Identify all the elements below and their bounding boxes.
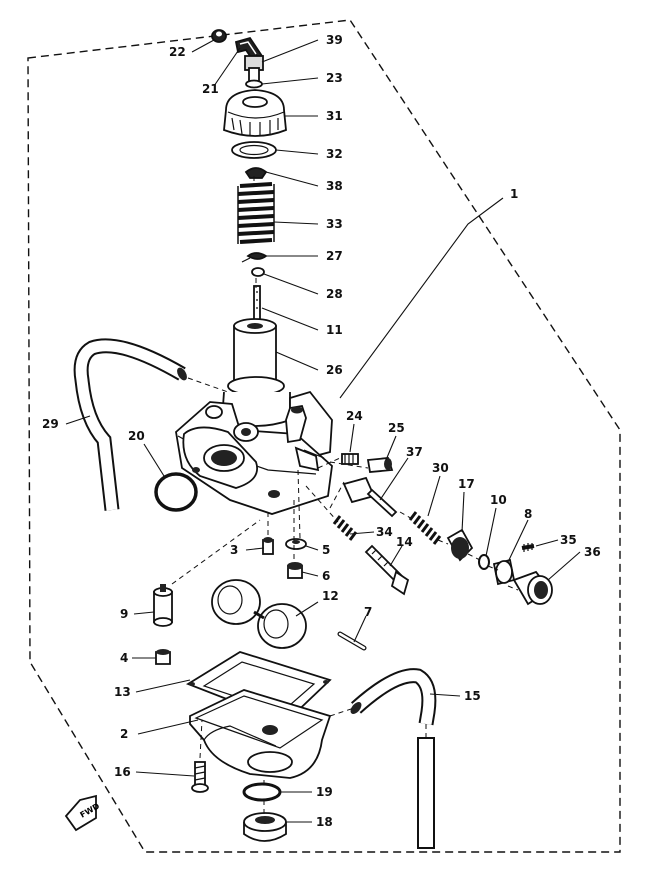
part-22-cap-nut	[211, 29, 227, 43]
part-17-plunger-cap	[446, 528, 474, 562]
callout-27: 27	[326, 249, 343, 263]
callout-37: 37	[406, 445, 423, 459]
callout-35: 35	[560, 533, 577, 547]
callout-32: 32	[326, 147, 343, 161]
part-3-main-jet	[262, 537, 274, 555]
callout-5: 5	[322, 543, 330, 557]
callout-25: 25	[388, 421, 405, 435]
callout-34: 34	[376, 525, 393, 539]
callout-19: 19	[316, 785, 333, 799]
part-16-screw	[191, 761, 209, 793]
part-9-float-valve	[153, 584, 173, 627]
callout-15: 15	[464, 689, 481, 703]
callout-13: 13	[114, 685, 131, 699]
part-32-gasket	[231, 141, 277, 159]
part-34-spring	[332, 515, 358, 541]
part-20-o-ring	[154, 472, 198, 512]
front-direction-arrow: FWD	[64, 794, 101, 832]
callout-26: 26	[326, 363, 343, 377]
part-19-o-ring	[242, 782, 282, 802]
callout-38: 38	[326, 179, 343, 193]
callout-12: 12	[322, 589, 339, 603]
callout-31: 31	[326, 109, 343, 123]
callout-24: 24	[346, 409, 363, 423]
callout-28: 28	[326, 287, 343, 301]
callout-33: 33	[326, 217, 343, 231]
callout-36: 36	[584, 545, 601, 559]
callout-6: 6	[322, 569, 330, 583]
callout-3: 3	[230, 543, 238, 557]
part-30-spring	[408, 511, 442, 545]
part-37-starter-plunger	[342, 476, 398, 518]
part-18-drain-plug	[243, 812, 287, 842]
part-6-main-jet-holder	[287, 562, 303, 579]
part-26-throttle-valve	[233, 318, 277, 387]
part-33-throttle-spring	[237, 182, 275, 244]
callout-20: 20	[128, 429, 145, 443]
callout-14: 14	[396, 535, 413, 549]
part-12-float	[211, 579, 307, 649]
alignment-lines	[171, 176, 519, 814]
callout-23: 23	[326, 71, 343, 85]
callout-4: 4	[120, 651, 128, 665]
callout-labels: 22 21 39 23 31 32 38 33 27 28 11 26 1 29…	[42, 33, 601, 829]
part-38-spring-seat	[244, 167, 268, 179]
callout-22: 22	[169, 45, 186, 59]
part-14-throttle-stop-screw	[364, 544, 410, 596]
part-31-mixing-chamber-top	[223, 89, 287, 137]
callout-39: 39	[326, 33, 343, 47]
part-29-vent-hose	[73, 338, 187, 511]
part-10-washer	[478, 554, 490, 570]
part-23-washer	[245, 79, 263, 89]
callout-10: 10	[490, 493, 507, 507]
callout-8: 8	[524, 507, 532, 521]
callout-1: 1	[510, 187, 518, 201]
callout-2: 2	[120, 727, 128, 741]
part-35-rod	[521, 543, 535, 552]
part-5-needle-jet	[285, 538, 307, 550]
part-36-boot	[512, 570, 553, 606]
callout-21: 21	[202, 82, 219, 96]
part-27-needle-clip	[241, 252, 268, 263]
callout-17: 17	[458, 477, 475, 491]
part-4-valve-seat	[155, 649, 171, 665]
part-7-float-pin	[337, 631, 367, 651]
part-25-pilot-screw	[366, 457, 394, 473]
part-39-cable-adjuster	[244, 55, 264, 83]
leader-lines	[65, 39, 581, 823]
part-2-float-chamber	[189, 689, 332, 779]
carburetor-body	[175, 376, 333, 515]
callout-9: 9	[120, 607, 128, 621]
part-24-screw	[341, 453, 359, 465]
callout-30: 30	[432, 461, 449, 475]
assembly-boundary	[27, 19, 621, 853]
callout-29: 29	[42, 417, 59, 431]
callout-16: 16	[114, 765, 131, 779]
callout-7: 7	[364, 605, 372, 619]
part-28-needle-retainer	[251, 267, 265, 277]
part-15-overflow-hose	[350, 668, 437, 849]
part-8-collar	[492, 558, 516, 586]
callout-18: 18	[316, 815, 333, 829]
callout-11: 11	[326, 323, 343, 337]
